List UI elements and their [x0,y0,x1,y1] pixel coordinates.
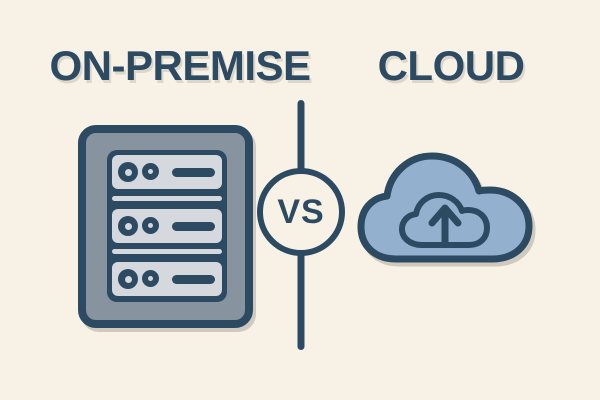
inner-cloud-outline [399,192,490,248]
server-drive-slot [172,167,215,177]
server-led-icon [142,270,159,287]
server-led-icon [118,162,138,182]
server-unit-gap [112,249,222,254]
cloud-title: CLOUD [377,42,525,89]
server-led-icon [118,269,138,289]
server-unit [112,209,222,243]
server-unit-gap [112,196,222,201]
server-drive-slot [172,274,215,284]
server-drive-slot [172,221,215,231]
upload-arrow-icon [428,204,462,248]
server-led-icon [118,216,138,236]
server-unit [112,155,222,189]
on-premise-title: ON-PREMISE [49,42,311,89]
vs-badge: VS [257,168,345,256]
cloud-upload-icon [357,152,533,263]
server-unit [112,262,222,296]
server-led-icon [142,163,159,180]
server-led-icon [142,217,159,234]
